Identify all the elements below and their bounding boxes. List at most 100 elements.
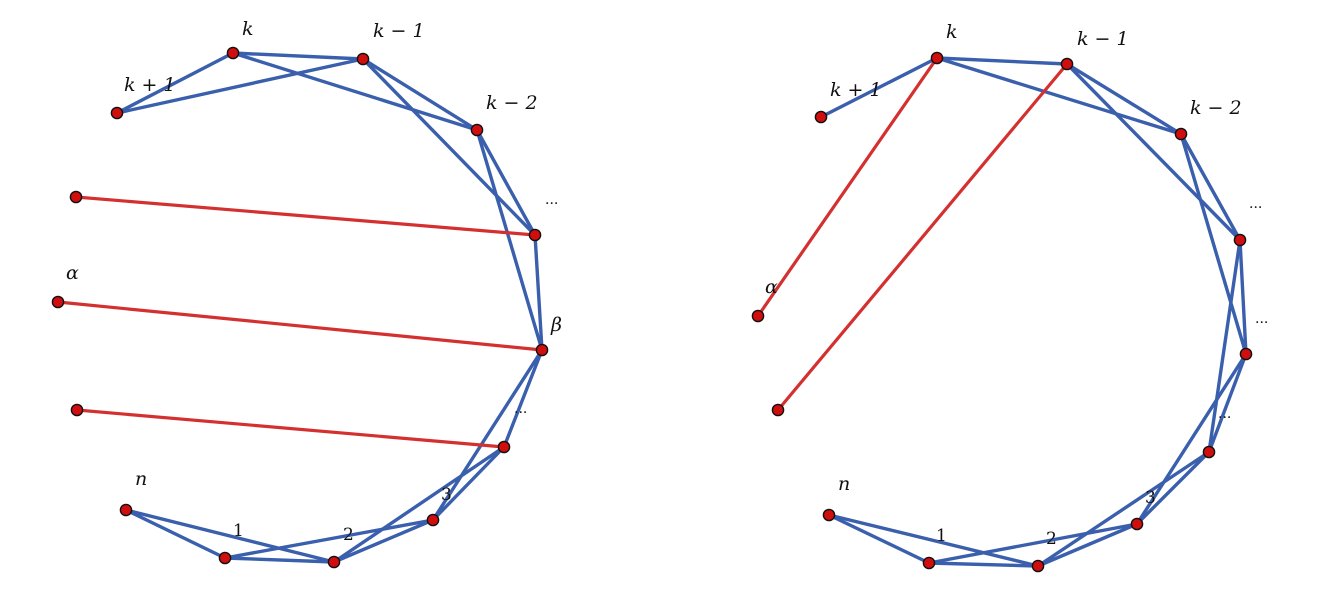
right-label-k-minus-2: k − 2 xyxy=(1190,97,1242,119)
right-edge-v2-n xyxy=(827,513,1040,568)
right-edge-km2-d2 xyxy=(1179,132,1248,356)
left-edge-v3-v2 xyxy=(332,518,435,564)
left-red-edge-redTop-dotsU xyxy=(74,195,537,237)
left-vertex-v3 xyxy=(426,513,440,527)
right-edge-k-km2 xyxy=(935,56,1183,136)
right-vertices xyxy=(751,51,1253,573)
right-label-k-minus-1: k − 1 xyxy=(1077,28,1129,50)
right-vertex-km1 xyxy=(1060,57,1074,71)
right-vertex-km2 xyxy=(1174,127,1188,141)
left-edge-dotsL-v3 xyxy=(431,445,506,522)
right-label-dots-3: ... xyxy=(1218,406,1231,422)
left-label-k-minus-2: k − 2 xyxy=(486,92,538,114)
left-label-two: 2 xyxy=(343,525,354,545)
right-edge-d1-d3 xyxy=(1207,238,1242,454)
left-label-alpha: α xyxy=(66,262,79,284)
left-edge-beta-dotsL xyxy=(502,348,544,449)
left-label-one: 1 xyxy=(233,521,244,541)
right-edge-km1-d1 xyxy=(1065,62,1242,242)
left-edges xyxy=(56,51,544,564)
right-label-k: k xyxy=(946,21,958,43)
left-edge-dotsL-v2 xyxy=(332,445,506,564)
left-label-k: k xyxy=(242,18,254,40)
right-edge-v3-v2 xyxy=(1036,522,1139,568)
right-red-edge-alpha-k xyxy=(756,56,939,318)
right-red-edge-redBot-km1 xyxy=(776,62,1069,412)
left-edge-n-v1 xyxy=(124,508,227,560)
left-label-three: 3 xyxy=(441,485,452,505)
left-label-beta: β xyxy=(550,314,562,336)
right-label-alpha: α xyxy=(765,276,778,298)
left-graph: k k − 1 k + 1 k − 2 ... α β ... 3 n 1 2 xyxy=(51,18,562,569)
right-vertex-d2 xyxy=(1239,347,1253,361)
right-edge-km1-km2 xyxy=(1065,62,1183,136)
right-vertex-kp1 xyxy=(814,110,828,124)
left-edge-k-km1 xyxy=(231,51,365,61)
right-edge-d1-d2 xyxy=(1238,238,1248,356)
left-vertex-dotsL xyxy=(497,440,511,454)
left-edge-k-km2 xyxy=(231,51,479,132)
left-edge-km1-dotsU xyxy=(361,57,537,237)
left-edge-k-kp1 xyxy=(115,51,235,115)
left-vertex-redTop xyxy=(69,190,83,204)
left-labels: k k − 1 k + 1 k − 2 ... α β ... 3 n 1 2 xyxy=(66,18,562,545)
left-vertex-n xyxy=(119,503,133,517)
right-vertex-n xyxy=(822,508,836,522)
right-edges xyxy=(756,56,1248,568)
right-edge-d2-d3 xyxy=(1207,352,1248,454)
right-edge-v3-v1 xyxy=(927,522,1139,565)
left-label-k-minus-1: k − 1 xyxy=(373,20,425,42)
right-edge-d3-v3 xyxy=(1135,450,1211,526)
left-vertex-k xyxy=(226,46,240,60)
right-label-n: n xyxy=(838,473,850,495)
left-vertex-v2 xyxy=(327,555,341,569)
left-vertex-km1 xyxy=(356,52,370,66)
left-edge-km1-km2 xyxy=(361,57,479,132)
left-vertex-alpha xyxy=(51,295,65,309)
right-vertex-k xyxy=(930,51,944,65)
left-label-k-plus-1: k + 1 xyxy=(124,74,176,96)
right-vertex-d1 xyxy=(1233,233,1247,247)
left-vertex-dotsU xyxy=(528,228,542,242)
left-red-edge-redBot-dotsL xyxy=(75,408,506,449)
left-edge-beta-v3 xyxy=(431,348,544,522)
right-label-three: 3 xyxy=(1145,488,1156,508)
right-edge-d2-v3 xyxy=(1135,352,1248,526)
left-red-edge-alpha-beta xyxy=(56,300,544,352)
right-vertex-v2 xyxy=(1031,559,1045,573)
right-edge-d3-v2 xyxy=(1036,450,1211,568)
right-edge-n-v1 xyxy=(827,513,931,565)
right-edge-v2-v1 xyxy=(927,561,1040,568)
left-label-dots-upper: ... xyxy=(545,192,558,208)
right-label-k-plus-1: k + 1 xyxy=(830,79,882,101)
left-vertex-kp1 xyxy=(110,106,124,120)
right-label-dots-2: ... xyxy=(1255,311,1268,327)
right-label-two: 2 xyxy=(1046,529,1057,549)
left-vertex-redBot xyxy=(70,403,84,417)
right-vertex-v3 xyxy=(1130,517,1144,531)
left-edge-kp1-km1 xyxy=(115,57,365,115)
right-labels: k k − 1 k + 1 k − 2 ... α ... ... 3 n 1 … xyxy=(765,21,1268,549)
right-vertex-alpha xyxy=(751,309,765,323)
right-vertex-redBot xyxy=(771,403,785,417)
left-vertex-km2 xyxy=(470,123,484,137)
left-edge-km2-beta xyxy=(475,128,544,352)
right-edge-km2-d1 xyxy=(1179,132,1242,242)
right-edge-k-km1 xyxy=(935,56,1069,66)
left-label-dots-lower: ... xyxy=(514,401,527,417)
left-edge-km2-dotsU xyxy=(475,128,537,237)
right-vertex-v1 xyxy=(922,556,936,570)
left-vertex-v1 xyxy=(218,551,232,565)
left-edge-dotsU-beta xyxy=(533,233,544,352)
right-edge-k-kp1 xyxy=(819,56,939,119)
left-edge-v2-n xyxy=(124,508,336,564)
left-vertices xyxy=(51,46,549,569)
left-label-n: n xyxy=(135,468,147,490)
left-vertex-beta xyxy=(535,343,549,357)
right-graph: k k − 1 k + 1 k − 2 ... α ... ... 3 n 1 … xyxy=(751,21,1268,573)
left-edge-v3-v1 xyxy=(223,518,435,560)
right-label-one: 1 xyxy=(936,526,947,546)
right-label-dots-1: ... xyxy=(1249,196,1262,212)
left-edge-v2-v1 xyxy=(223,556,336,564)
